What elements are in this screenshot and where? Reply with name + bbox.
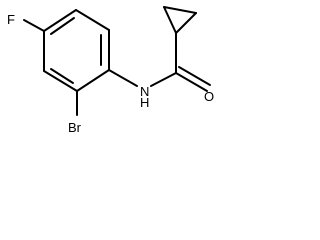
molecule-structure: F Br N H O — [7, 6, 214, 135]
hydrogen-label: H — [140, 95, 149, 110]
bond-carbonyl-oxygen — [175, 72, 208, 92]
cyclopropyl-ring — [163, 6, 197, 34]
ring-bond-top — [75, 9, 110, 31]
bond-ring-to-nitrogen — [108, 69, 138, 87]
cyclopropyl-bond-left — [163, 6, 177, 34]
bond-carbonyl-oxygen-double — [178, 66, 211, 86]
bond-fluorine — [23, 19, 45, 32]
cyclopropyl-bond-top — [163, 6, 197, 14]
oxygen-label: O — [204, 89, 214, 104]
bromine-label: Br — [68, 120, 82, 135]
ring-bond-lower-left — [43, 70, 78, 92]
benzene-ring — [43, 9, 110, 92]
fluorine-label: F — [7, 12, 15, 27]
ring-double-bond-inner-lower-left — [50, 68, 74, 84]
ring-bond-upper-left — [43, 9, 77, 32]
ring-bond-lower-right — [76, 69, 110, 92]
bond-nitrogen-to-carbonyl — [150, 72, 177, 87]
ring-double-bond-inner-upper-left — [50, 17, 75, 35]
cyclopropyl-bond-right — [175, 12, 197, 34]
nitrogen-label: N — [140, 84, 149, 99]
